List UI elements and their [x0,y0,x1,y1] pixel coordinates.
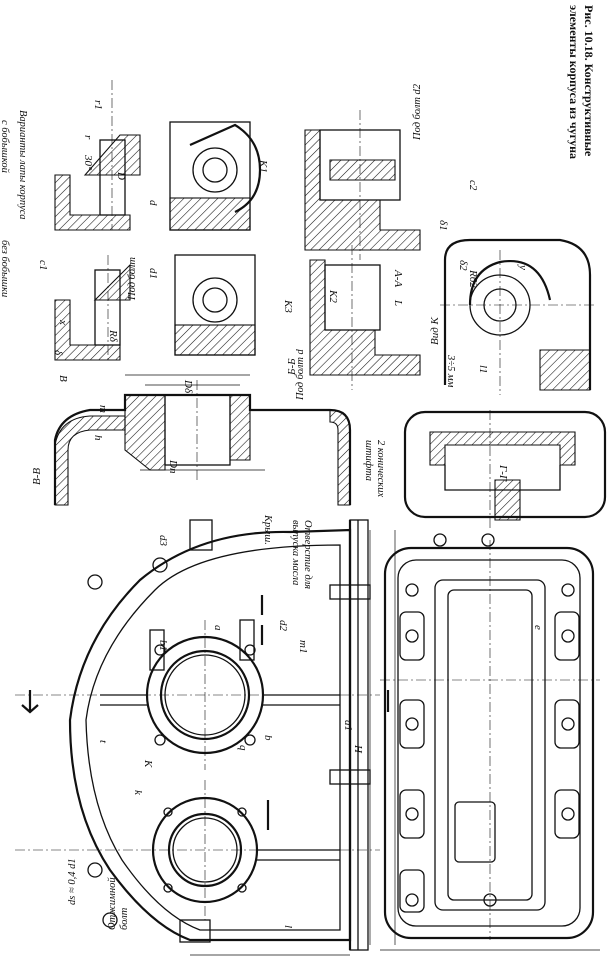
dimension-label: y [517,264,529,270]
dimension-label: D [115,171,127,180]
variants-note-2a: без бобышки [0,240,10,297]
dimension-label: c2 [467,180,479,191]
caption-line-2: элементы корпуса из чугуна [567,5,581,159]
dimension-label: h [92,435,104,441]
dimension-label: r1 [92,100,104,110]
dimension-label: B [57,375,69,382]
dimension-label: l [282,925,294,928]
dimension-label: Dδ [182,379,194,394]
dimension-label: d3 [157,535,169,547]
dimension-label: b [262,735,274,741]
section-aa-label: А-А [392,269,404,287]
dim-range-note: 3÷5 мм [445,354,456,388]
dowels-note-1: 2 конических [375,440,386,497]
section-bb-label: Б-Б [286,358,298,376]
foot-variants [54,80,141,361]
dimension-label: x [57,319,69,325]
dimension-label: d2 [277,620,289,632]
dimension-label: δ2 [457,260,469,271]
dimension-label: q [237,745,249,751]
oil-note-1: Отверстие для [302,520,313,589]
dimension-label: R62 [467,269,479,288]
dimension-label: 30° [82,154,94,171]
section-bb [309,245,421,390]
ds-formula-note: ds ≈ 0,4 d1 [67,858,78,905]
view-k-label: Вид К [429,316,441,345]
dimension-label: δ [52,350,64,356]
dimension-label: l1 [477,365,489,374]
dimension-label: K [142,759,154,768]
dimension-label: H [352,744,364,754]
caption-line-1: Рис. 10.18. Конструктивные [582,5,596,157]
dimension-label: Dn [167,459,179,474]
jack-bolt-note-2: болт [119,907,130,930]
dimension-label: m [97,405,109,413]
dimension-label: K2 [327,289,339,303]
dimension-label: k [132,790,144,796]
variants-note-2b: с бобышкой [0,120,10,174]
dimension-label: r [82,135,94,140]
variants-note-1: Варианты лапы корпуса [17,110,28,219]
dimension-label: e [532,625,544,630]
dimension-label: t [97,740,109,744]
section-aa [304,110,421,260]
dowels-note-2: штифта [363,440,374,481]
plan-view [380,533,600,951]
bolt-note: Под болт [127,257,138,301]
dimension-label: δ1 [437,220,449,231]
dimension-label: a1 [342,720,354,731]
dimension-label: c1 [37,260,49,270]
dimension-label: b1 [157,640,169,651]
foot-plan-views [169,121,262,356]
section-gg [403,410,607,530]
main-housing-view [15,519,396,956]
section-gg-label: Г-Г [497,464,509,482]
jack-bolt-note-1: Отжимной [107,877,118,930]
bolt-d2-note: Под болт d2 [412,83,423,141]
dimension-label: d [147,200,159,206]
bolt-d-note: Под болт d [295,348,306,401]
dimension-label: m1 [297,640,309,653]
dimension-label: K1 [257,159,269,173]
oil-note-2: выпуска масла [290,520,301,585]
lid-note: Крыш. [262,514,273,545]
section-vv [53,374,352,506]
dimension-label: d1 [147,268,159,279]
dimension-label: K3 [282,299,294,313]
dimension-label: L [392,299,404,306]
dimension-label: Rδ [107,329,119,343]
dimension-label: a [212,625,224,631]
view-k [440,238,595,395]
section-vv-label: В-В [31,468,43,485]
